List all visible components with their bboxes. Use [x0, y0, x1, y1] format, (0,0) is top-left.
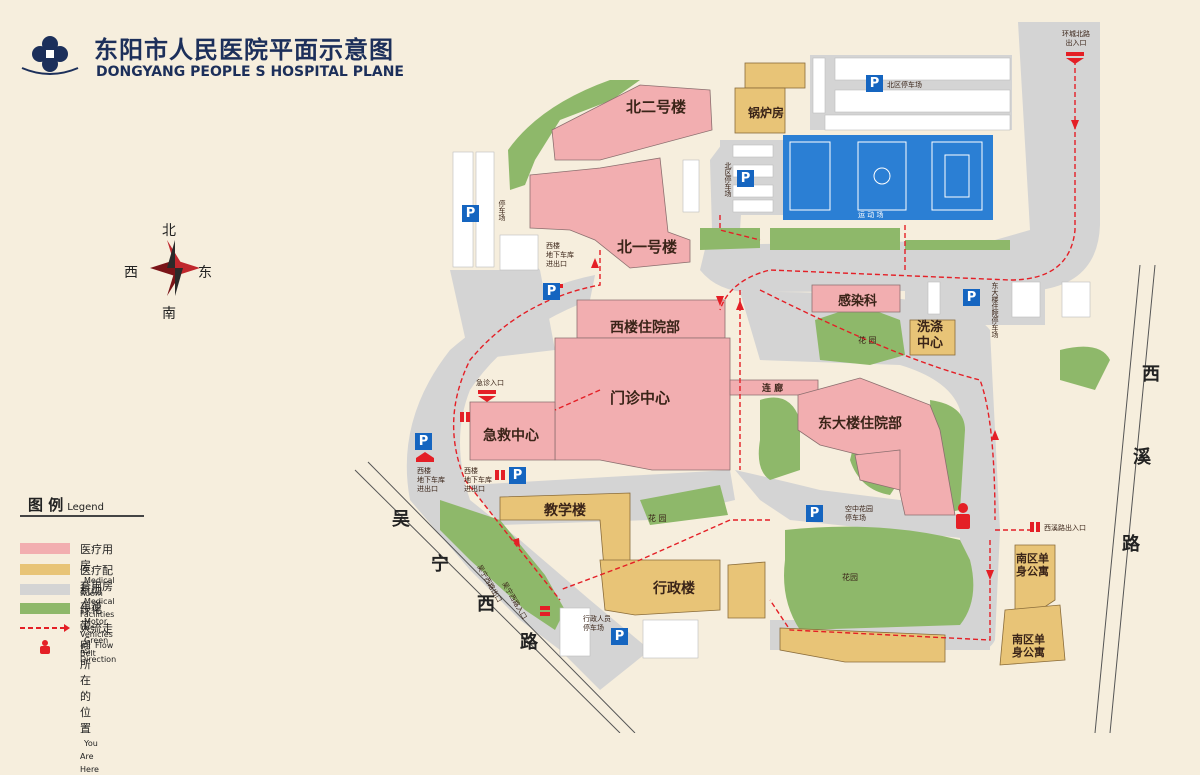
ring-north-entrance-label: 环城北路 出入口 — [1062, 30, 1090, 47]
medical-buildings — [469, 84, 956, 516]
parking-north-icon[interactable]: P — [866, 75, 883, 92]
building-boiler[interactable]: 锅炉房 — [748, 106, 785, 120]
road-xixi-char-3: 路 — [1122, 534, 1140, 555]
west-basement-exit-label-3: 西楼 地下车库 进出口 — [464, 467, 492, 493]
garden-label-1: 花 园 — [858, 336, 877, 345]
page-title: 东阳市人民医院平面示意图 — [94, 36, 394, 64]
parking-north-label: 北区停车场 — [887, 81, 922, 89]
parking-north-v-label: 北区停车场 — [724, 162, 732, 197]
flow-arrows — [512, 120, 1079, 580]
hospital-site-map — [354, 22, 1156, 733]
parking-west-icon[interactable]: P — [462, 205, 479, 222]
building-admin[interactable]: 行政楼 — [653, 581, 695, 597]
building-south-apartment-1[interactable]: 南区单 身公寓 — [1016, 552, 1049, 578]
parking-west-basement-icon[interactable]: P — [543, 283, 560, 300]
facility-buildings — [499, 62, 1066, 666]
corridor-label: 连 廊 — [762, 384, 784, 394]
road-wuning-char-4: 路 — [520, 632, 538, 653]
road-wuning-char-3: 西 — [477, 594, 495, 615]
you-are-here-marker — [956, 503, 970, 529]
road-wuning-char-2: 宁 — [431, 554, 449, 575]
building-south-apartment-2[interactable]: 南区单 身公寓 — [1012, 633, 1045, 659]
road-wuning-char-1: 吴 — [392, 509, 410, 530]
parking-admin-label: 行政人员 停车场 — [583, 615, 611, 632]
building-laundry[interactable]: 洗涤 中心 — [917, 320, 944, 351]
road-xixi-char-2: 溪 — [1133, 447, 1151, 468]
parking-east-ward-icon[interactable]: P — [963, 289, 980, 306]
external-roads — [354, 264, 1156, 733]
parking-west-label: 停车场 — [498, 200, 506, 221]
building-teaching[interactable]: 教学楼 — [544, 503, 586, 519]
flow-direction-paths — [453, 60, 1076, 641]
sports-field-label: 运 动 场 — [858, 211, 884, 219]
compass-north-label: 北 — [162, 223, 176, 239]
parking-west-basement-2-icon[interactable]: P — [509, 467, 526, 484]
garden-label-3: 花园 — [842, 573, 858, 582]
building-emergency[interactable]: 急救中心 — [483, 428, 539, 444]
legend-divider — [20, 515, 144, 517]
page-subtitle: DONGYANG PEOPLE S HOSPITAL PLANE — [96, 64, 404, 80]
parking-sky-garden-label: 空中花园 停车场 — [845, 505, 873, 522]
building-west-ward[interactable]: 西楼住院部 — [610, 320, 680, 336]
building-north1[interactable]: 北一号楼 — [617, 238, 678, 256]
flow-arrow-icon — [20, 624, 70, 632]
building-north2[interactable]: 北二号楼 — [626, 98, 687, 116]
building-east-ward[interactable]: 东大楼住院部 — [818, 416, 902, 432]
compass-east-label: 东 — [198, 265, 212, 281]
road-xixi-char-1: 西 — [1142, 364, 1160, 385]
sports-field — [783, 135, 993, 220]
person-icon — [40, 640, 50, 654]
parking-east-ward-label: 东大楼住院停车场 — [991, 282, 999, 338]
west-basement-entrance-label: 西楼 地下车库 进出口 — [546, 242, 574, 268]
emergency-entrance-label: 急诊入口 — [476, 379, 504, 387]
building-infection[interactable]: 感染科 — [838, 294, 878, 309]
hospital-logo-icon — [21, 36, 79, 75]
compass-west-label: 西 — [124, 265, 138, 281]
parking-admin-icon[interactable]: P — [611, 628, 628, 645]
garden-label-2: 花 园 — [648, 514, 667, 523]
building-outpatient[interactable]: 门诊中心 — [610, 389, 671, 407]
compass-south-label: 南 — [162, 306, 176, 322]
parking-sky-garden-icon[interactable]: P — [806, 505, 823, 522]
parking-emergency-icon[interactable]: P — [415, 433, 432, 450]
compass-icon — [150, 240, 200, 296]
west-basement-exit-label-2: 西楼 地下车库 进出口 — [417, 467, 445, 493]
xixi-entrance-label: 西溪路出入口 — [1044, 524, 1086, 532]
parking-north-v-icon[interactable]: P — [737, 170, 754, 187]
